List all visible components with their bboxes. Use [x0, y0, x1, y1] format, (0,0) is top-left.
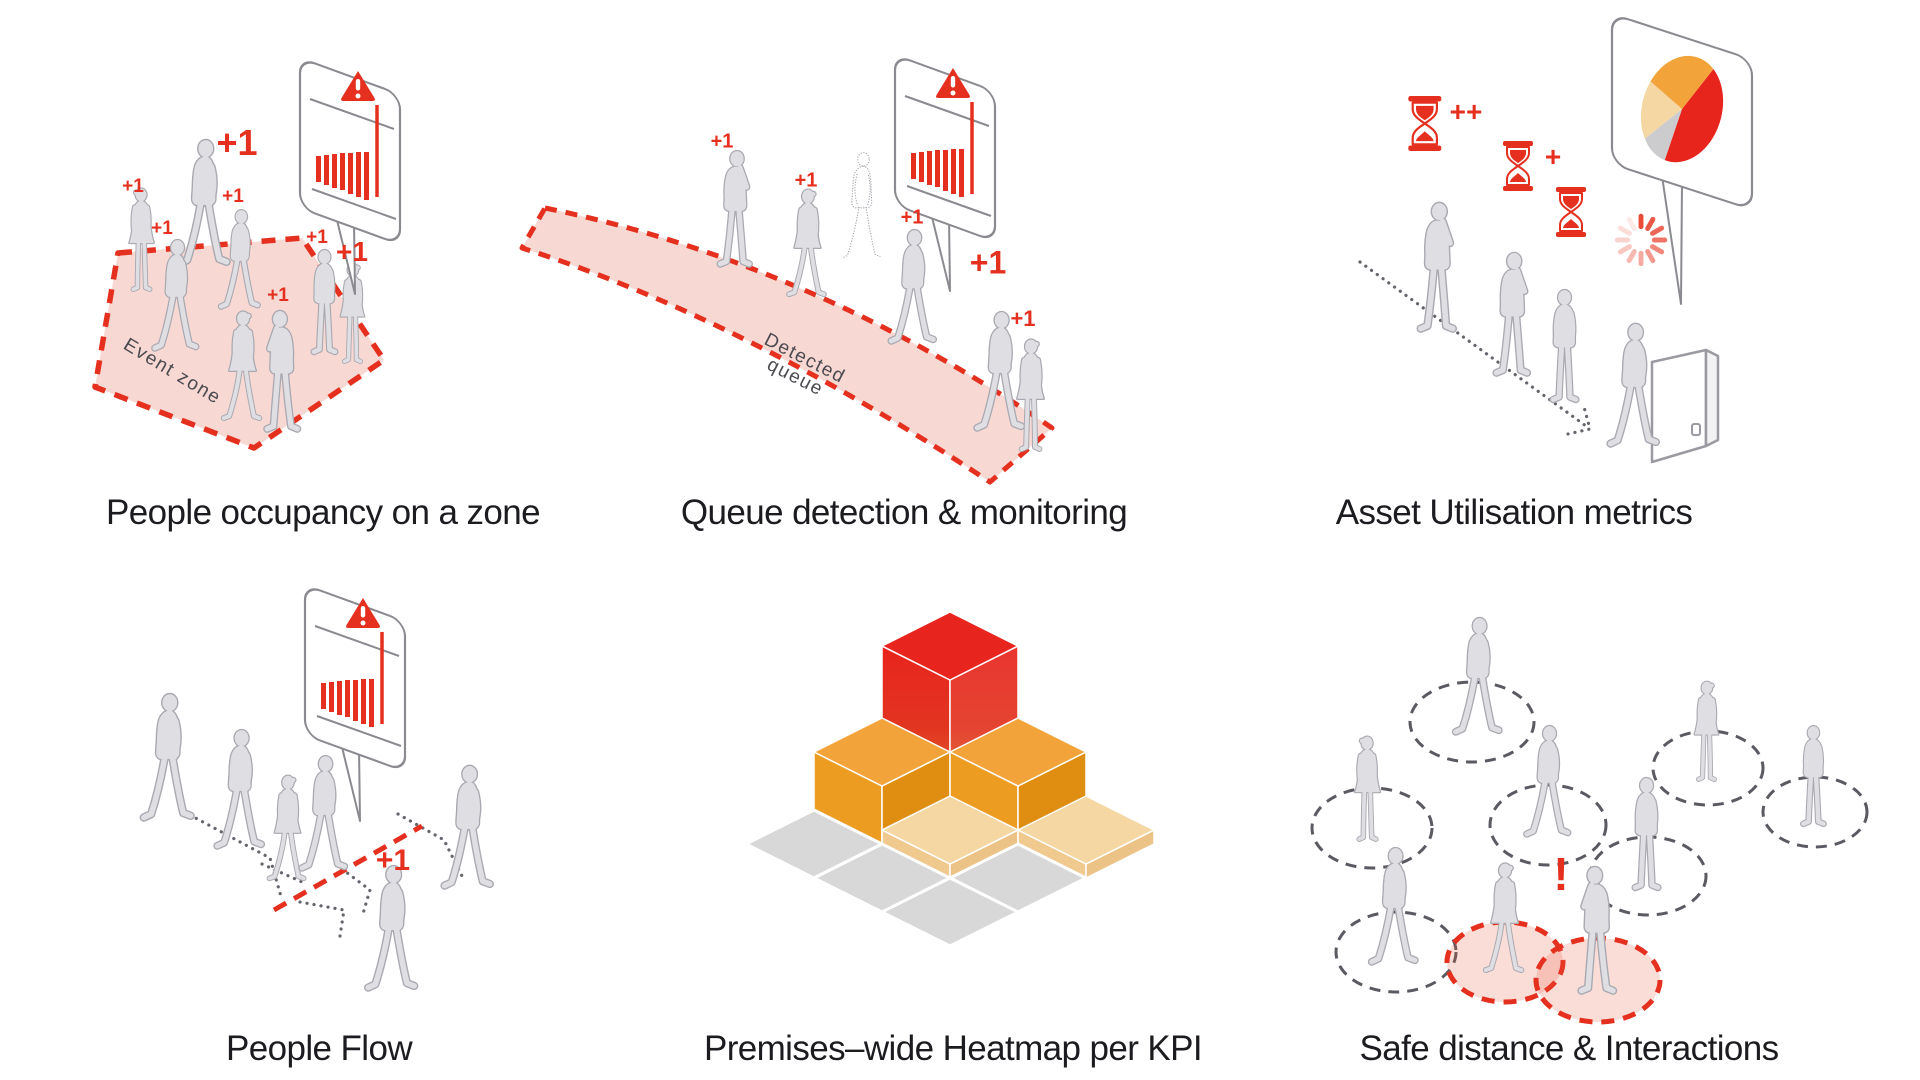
person-silhouette	[1496, 253, 1528, 373]
arrowhead-icon	[1566, 405, 1592, 436]
person-silhouette	[368, 866, 415, 988]
person-silhouette	[1610, 324, 1656, 444]
panel-queue-illustration	[519, 53, 1055, 485]
person-silhouette	[1553, 290, 1576, 400]
person-silhouette	[217, 730, 262, 846]
panel-occupancy-illustration	[92, 56, 402, 451]
person-silhouette-undetected	[841, 152, 881, 259]
distance-circle	[1334, 910, 1458, 994]
counting-line	[272, 823, 424, 913]
hourglass-icon	[1502, 140, 1534, 192]
count-increment-label: +1	[969, 244, 1007, 281]
person-silhouette	[1803, 726, 1824, 824]
trajectory-dotted-line	[260, 862, 304, 884]
caption-asset-utilisation: Asset Utilisation metrics	[1335, 493, 1693, 532]
person-silhouette	[1355, 736, 1381, 840]
person-silhouette	[269, 775, 304, 879]
trajectory-dotted-line	[188, 813, 284, 902]
queue-zone-area	[519, 205, 1055, 485]
distance-circle	[1761, 775, 1869, 849]
person-silhouette	[1420, 203, 1453, 329]
heatmap-cell-empty	[744, 808, 1088, 948]
caption-queue-detection: Queue detection & monitoring	[680, 493, 1128, 532]
person-silhouette	[1371, 848, 1415, 962]
panel-asset-illustration	[1358, 12, 1754, 464]
count-increment-label: +1	[794, 169, 818, 192]
panel-distance-illustration	[1310, 618, 1869, 1025]
heatmap-cell-low	[1017, 795, 1155, 879]
pie-chart-bubble	[1610, 12, 1754, 306]
trajectory-dotted-line	[298, 900, 346, 938]
distance-circle	[1408, 680, 1536, 764]
person-silhouette	[302, 756, 345, 868]
count-increment-label: +1	[336, 236, 368, 267]
violation-alert-label: !	[1553, 848, 1569, 900]
trajectory-dotted-line	[340, 867, 372, 919]
count-increment-label: +1	[1010, 306, 1036, 331]
count-increment-label: +1	[710, 130, 734, 153]
count-increment-label: +1	[267, 285, 289, 306]
person-silhouette	[1635, 778, 1658, 888]
count-increment-label: +1	[151, 218, 173, 239]
caption-safe-distance: Safe distance & Interactions	[1359, 1029, 1779, 1068]
hourglass-icon	[1407, 94, 1443, 153]
spinner-icon	[1617, 216, 1665, 264]
person-silhouette	[789, 189, 824, 295]
hourglass-icon	[1555, 186, 1587, 238]
person-silhouette	[891, 230, 934, 341]
wait-time-increase-label: +	[1544, 141, 1562, 172]
count-increment-label: +1	[122, 176, 144, 197]
heatmap-cell-low	[881, 795, 1019, 879]
count-increment-label: +1	[900, 206, 924, 229]
heatmap	[744, 611, 1155, 948]
count-increment-label: +1	[216, 122, 258, 163]
count-increment-label: +1	[375, 844, 411, 877]
wait-time-increase-label: ++	[1449, 96, 1483, 127]
count-increment-label: +1	[306, 227, 328, 248]
person-silhouette	[1694, 681, 1719, 780]
person-silhouette	[143, 694, 191, 818]
person-silhouette	[1526, 726, 1568, 835]
person-silhouette	[1455, 618, 1499, 732]
person-silhouette	[444, 766, 490, 886]
count-increment-label: +1	[222, 186, 244, 207]
heatmap-cell-mid	[949, 717, 1087, 845]
panel-flow-illustration	[143, 583, 490, 988]
caption-people-flow: People Flow	[225, 1029, 413, 1068]
person-silhouette	[720, 151, 750, 264]
caption-people-occupancy: People occupancy on a zone	[106, 493, 541, 532]
caption-heatmap: Premises–wide Heatmap per KPI	[703, 1029, 1203, 1068]
distance-circle	[1488, 783, 1608, 867]
kiosk	[1650, 348, 1720, 464]
